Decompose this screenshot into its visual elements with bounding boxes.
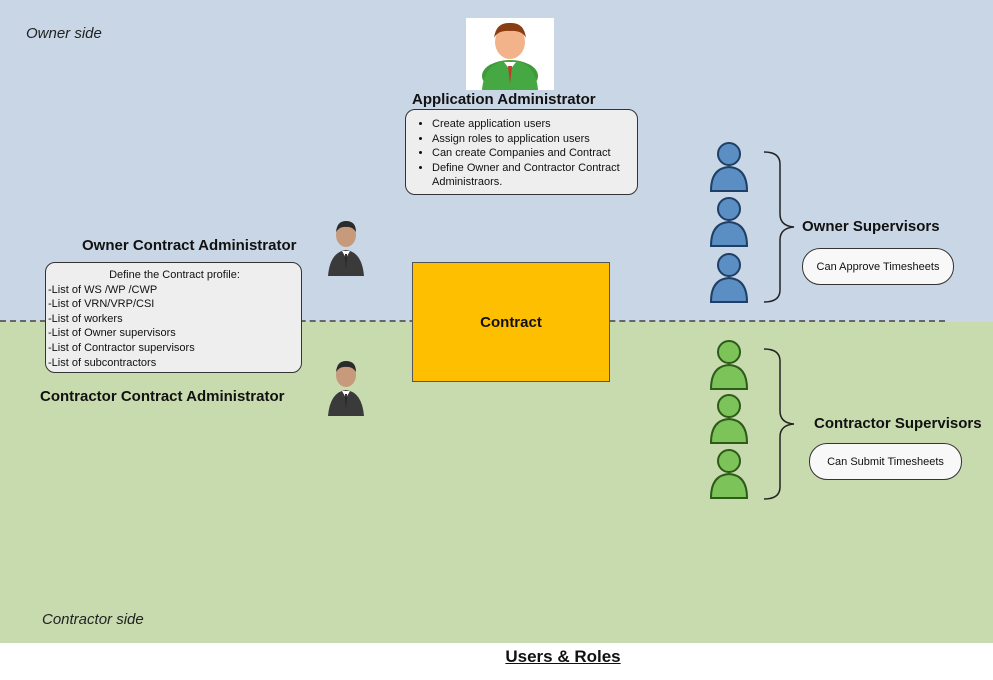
owner-supervisors-brace	[763, 151, 795, 303]
list-item: Assign roles to application users	[432, 132, 637, 147]
blue-person-icon	[709, 253, 749, 303]
admin-user-icon	[482, 22, 538, 92]
list-item: -List of VRN/VRP/CSI	[48, 298, 155, 311]
app-admin-avatar	[466, 18, 554, 92]
contract-profile-heading: Define the Contract profile:	[109, 269, 240, 281]
diagram-title: Users & Roles	[505, 647, 621, 666]
contractor-admin-title: Contractor Contract Administrator	[40, 388, 285, 405]
app-admin-title: Application Administrator	[412, 91, 596, 108]
list-item: -List of subcontractors	[48, 356, 157, 369]
blue-person-icon	[709, 142, 749, 192]
list-item: -List of Contractor supervisors	[48, 341, 195, 354]
contractor-admin-avatar	[322, 358, 370, 421]
contractor-supervisors-brace	[763, 348, 795, 500]
contractor-side-label: Contractor side	[42, 611, 144, 628]
owner-supervisor-figure	[706, 140, 752, 199]
owner-supervisors-permission: Can Approve Timesheets	[802, 248, 954, 285]
green-person-icon	[709, 449, 749, 499]
contractor-supervisors-title: Contractor Supervisors	[814, 415, 982, 432]
contract-box: Contract	[412, 262, 610, 382]
green-person-icon	[709, 394, 749, 444]
owner-admin-title: Owner Contract Administrator	[82, 237, 297, 254]
list-item: -List of Owner supervisors	[48, 327, 176, 340]
contract-profile-box: Define the Contract profile: -List of WS…	[45, 262, 302, 373]
business-person-icon	[328, 361, 364, 416]
list-item: Define Owner and Contractor Contract Adm…	[432, 161, 637, 190]
green-person-icon	[709, 340, 749, 390]
list-item: -List of WS /WP /CWP	[48, 283, 158, 296]
app-admin-duties-list: Create application users Assign roles to…	[406, 117, 637, 190]
business-person-icon	[328, 221, 364, 276]
contractor-supervisor-figure	[706, 338, 752, 397]
app-admin-duties-box: Create application users Assign roles to…	[405, 109, 638, 195]
list-item: Create application users	[432, 117, 637, 132]
owner-supervisor-figure	[706, 195, 752, 254]
owner-admin-avatar	[322, 218, 370, 281]
owner-side-label: Owner side	[26, 25, 102, 42]
list-item: -List of workers	[48, 312, 123, 325]
blue-person-icon	[709, 197, 749, 247]
contractor-supervisor-figure	[706, 392, 752, 451]
list-item: Can create Companies and Contract	[432, 146, 637, 161]
contractor-supervisor-figure	[706, 447, 752, 506]
contractor-supervisors-permission: Can Submit Timesheets	[809, 443, 962, 480]
owner-supervisors-title: Owner Supervisors	[802, 218, 940, 235]
owner-supervisor-figure	[706, 251, 752, 310]
